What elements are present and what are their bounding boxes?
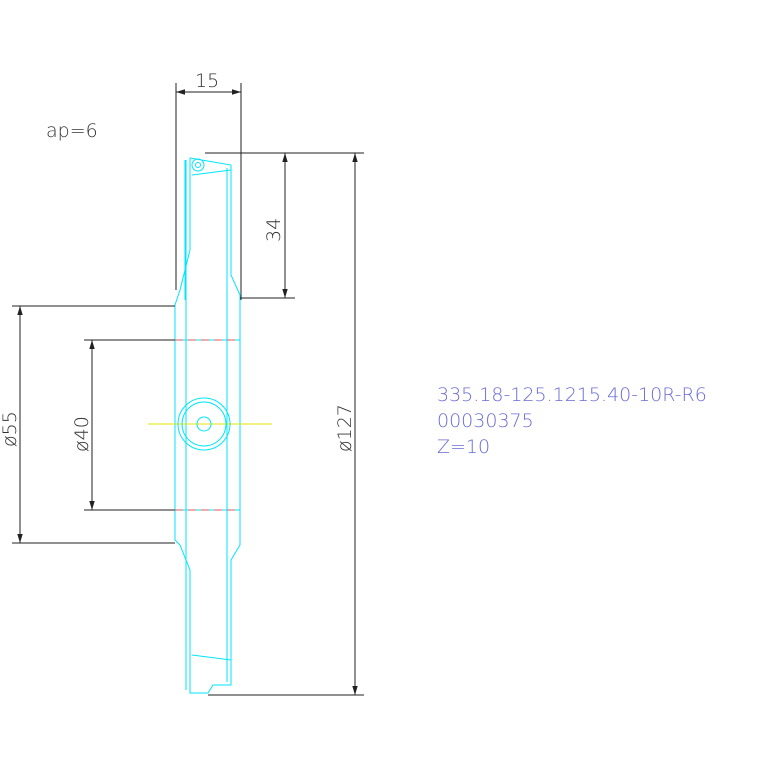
part-number-note: 335.18-125.1215.40-10R-R6 bbox=[437, 384, 707, 406]
part-notes: 335.18-125.1215.40-10R-R6 00030375 Z=10 bbox=[437, 384, 707, 458]
dia-40-label: ø40 bbox=[71, 416, 93, 452]
dia-55-dimension: ø55 bbox=[0, 305, 175, 544]
teeth-note: Z=10 bbox=[437, 436, 490, 458]
width-label: 15 bbox=[195, 70, 219, 92]
code-note: 00030375 bbox=[437, 410, 534, 432]
center-boss bbox=[148, 397, 272, 451]
bore-hidden-lines bbox=[175, 339, 240, 511]
height-34-dimension: 34 bbox=[205, 152, 295, 299]
dia-55-label: ø55 bbox=[0, 411, 21, 447]
cutting-depth-label: ap=6 bbox=[46, 120, 98, 142]
height-34-label: 34 bbox=[263, 218, 285, 242]
dia-127-label: ø127 bbox=[334, 404, 356, 452]
dia-127-dimension: ø127 bbox=[208, 152, 364, 696]
dia-40-dimension: ø40 bbox=[71, 339, 175, 511]
width-dimension: 15 bbox=[175, 70, 242, 300]
